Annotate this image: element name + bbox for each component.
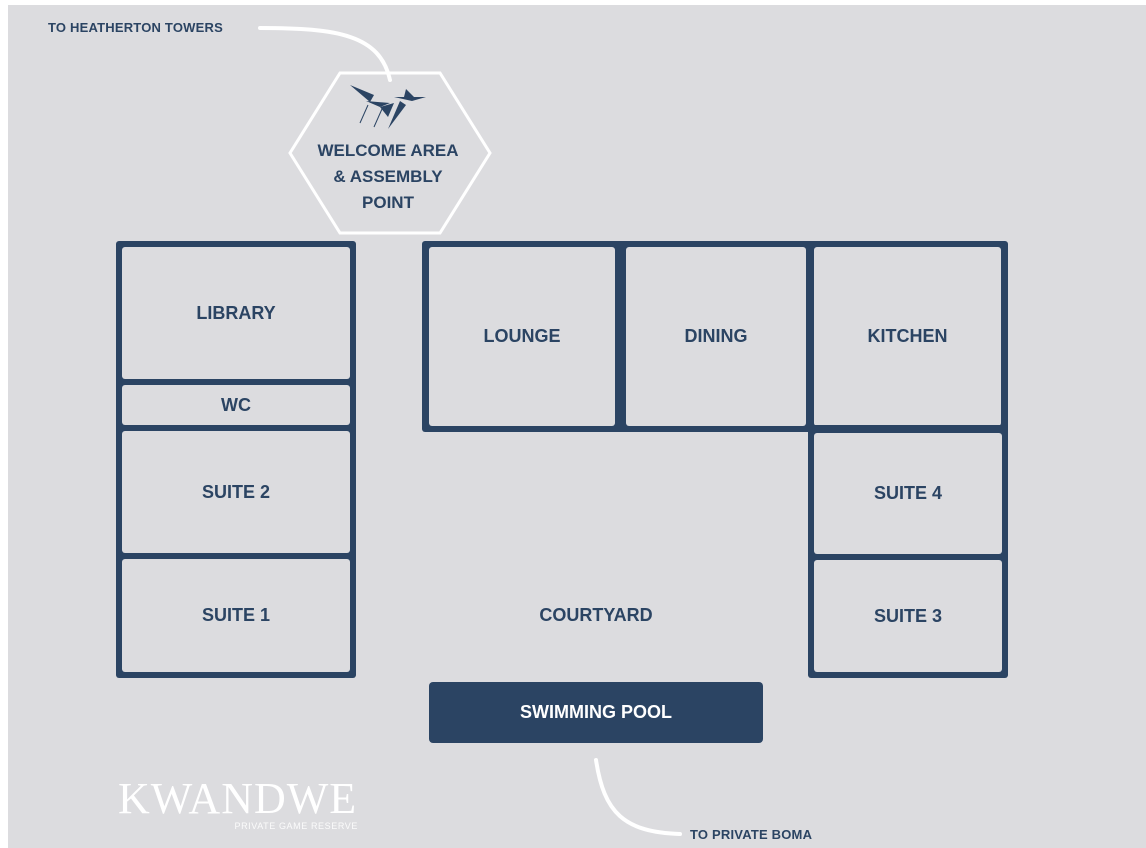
top-wing: LOUNGE DINING KITCHEN: [422, 241, 1008, 432]
room-suite-3: SUITE 3: [814, 560, 1002, 672]
route-label-heatherton: TO HEATHERTON TOWERS: [48, 20, 223, 35]
courtyard-label: COURTYARD: [539, 604, 653, 625]
welcome-line-3: POINT: [362, 193, 414, 212]
logo-wordmark: KWANDWE: [118, 774, 358, 823]
room-suite-1: SUITE 1: [122, 559, 350, 672]
room-suite-2: SUITE 2: [122, 431, 350, 553]
right-wing: SUITE 4 SUITE 3: [808, 425, 1008, 678]
room-lounge: LOUNGE: [429, 247, 615, 426]
logo-tagline: PRIVATE GAME RESERVE: [234, 821, 358, 831]
welcome-line-1: WELCOME AREA: [317, 141, 459, 160]
route-line-boma: [594, 758, 682, 836]
kwandwe-logo: KWANDWE PRIVATE GAME RESERVE: [118, 774, 368, 832]
route-line-heatherton: [258, 26, 392, 82]
welcome-line-2: & ASSEMBLY: [333, 167, 443, 186]
swimming-pool: SWIMMING POOL: [429, 682, 763, 743]
room-dining: DINING: [626, 247, 806, 426]
left-wing: LIBRARY WC SUITE 2 SUITE 1: [116, 241, 356, 678]
welcome-area-label: WELCOME AREA & ASSEMBLY POINT: [308, 138, 468, 216]
welcome-hexagon: [288, 71, 492, 235]
room-kitchen: KITCHEN: [814, 247, 1001, 426]
birds-icon: [350, 85, 426, 129]
room-wc: WC: [122, 385, 350, 425]
route-label-boma: TO PRIVATE BOMA: [690, 827, 813, 842]
floor-plan-map: TO HEATHERTON TOWERS TO PRIVATE BOMA WEL…: [8, 5, 1146, 848]
room-suite-4: SUITE 4: [814, 433, 1002, 554]
room-library: LIBRARY: [122, 247, 350, 379]
route-lines: [258, 26, 682, 836]
